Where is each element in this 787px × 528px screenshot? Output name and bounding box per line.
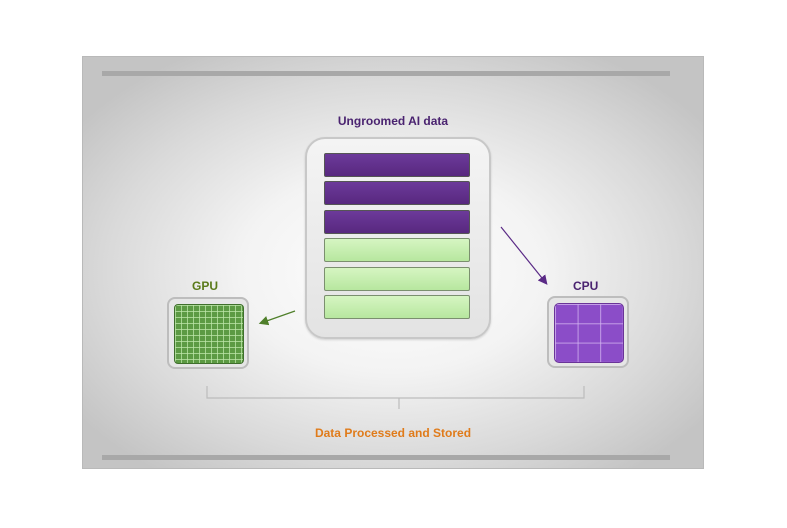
arrow-to-gpu	[258, 310, 296, 326]
connectors	[206, 226, 585, 409]
cpu-label: CPU	[573, 279, 599, 293]
green-data-bar	[324, 267, 470, 291]
footer-label: Data Processed and Stored	[314, 426, 472, 440]
purple-data-bar	[324, 210, 470, 234]
bottom-rule	[102, 455, 670, 460]
diagram-panel: Ungroomed AI data GPU CPU Data Processed…	[82, 56, 704, 469]
bracket	[206, 386, 585, 409]
cpu-chip	[547, 296, 629, 368]
data-stack	[305, 137, 491, 339]
green-data-bar	[324, 238, 470, 262]
arrow-to-cpu	[500, 226, 548, 285]
top-rule	[102, 71, 670, 76]
cpu-grid-icon	[554, 303, 624, 363]
gpu-chip	[167, 297, 249, 369]
purple-data-bar	[324, 153, 470, 177]
green-data-bar	[324, 295, 470, 319]
purple-data-bar	[324, 181, 470, 205]
gpu-label: GPU	[192, 279, 219, 293]
diagram-title: Ungroomed AI data	[337, 114, 449, 128]
gpu-grid-icon	[174, 304, 244, 364]
